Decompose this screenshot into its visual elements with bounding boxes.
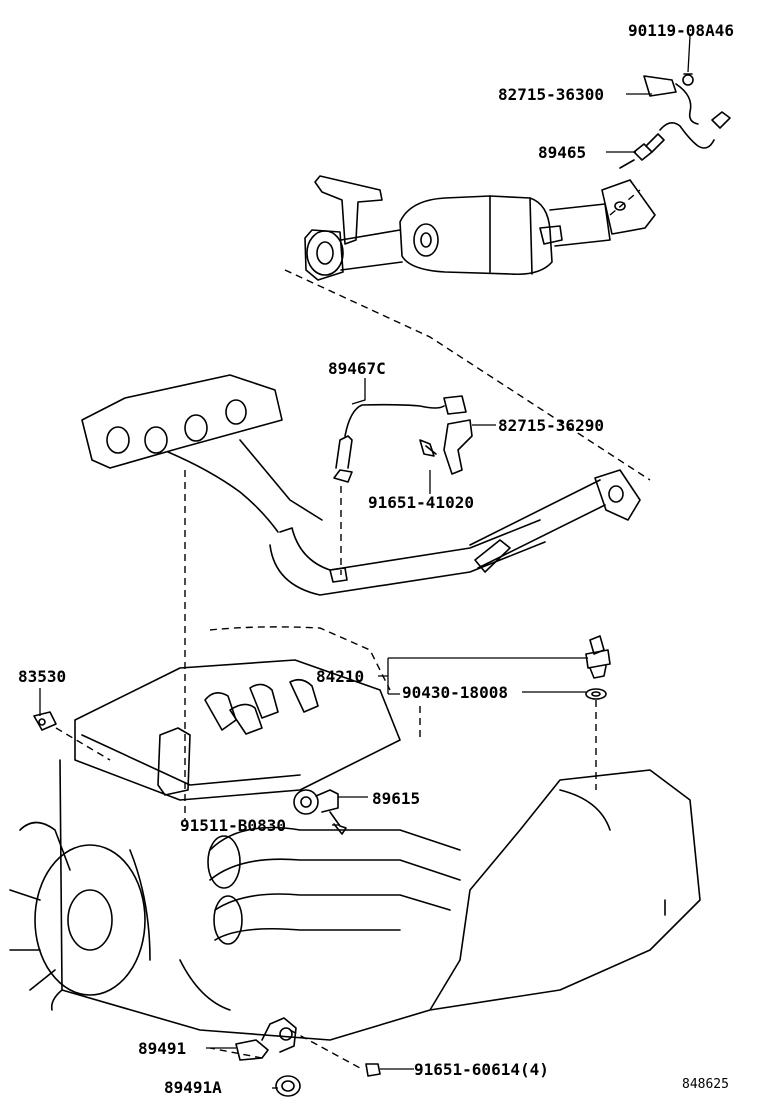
knock-sensor-illustration: [293, 789, 347, 835]
part-label-83530: 83530: [18, 667, 66, 686]
sensor-clamp-upper-illustration: [643, 73, 699, 125]
temperature-sensor-illustration: [585, 635, 611, 700]
dashed-guide-lines: [55, 189, 651, 1069]
crank-sensor-illustration: [235, 1017, 381, 1097]
part-label-89615: 89615: [372, 789, 420, 808]
part-label-89491A: 89491A: [164, 1078, 222, 1097]
engine-illustration: [9, 659, 701, 1041]
part-label-90119-08A46: 90119-08A46: [628, 21, 734, 40]
part-label-82715-36300: 82715-36300: [498, 85, 604, 104]
oxygen-sensor-upper-illustration: [619, 111, 731, 169]
oil-pressure-switch-illustration: [33, 711, 57, 731]
part-label-91651-41020: 91651-41020: [368, 493, 474, 512]
leader-lines: [39, 35, 691, 1089]
part-label-91511-B0830: 91511-B0830: [180, 816, 286, 835]
part-labels: 90119-08A46 82715-36300 89465 89467C 827…: [18, 21, 734, 1097]
part-label-82715-36290: 82715-36290: [498, 416, 604, 435]
catalytic-converter-illustration: [304, 175, 656, 281]
oxygen-sensor-manifold-illustration: [333, 395, 467, 483]
sensor-clamp-lower-illustration: [419, 419, 473, 475]
part-label-90430-18008: 90430-18008: [402, 683, 508, 702]
part-label-84210: 84210: [316, 667, 364, 686]
part-label-89467C: 89467C: [328, 359, 386, 378]
part-label-91651-60614: 91651-60614(4): [414, 1060, 549, 1079]
part-label-89465: 89465: [538, 143, 586, 162]
front-pipe-illustration: [469, 469, 641, 573]
part-label-89491: 89491: [138, 1039, 186, 1058]
exhaust-manifold-illustration: [81, 374, 546, 596]
diagram-reference-number: 848625: [682, 1077, 729, 1092]
